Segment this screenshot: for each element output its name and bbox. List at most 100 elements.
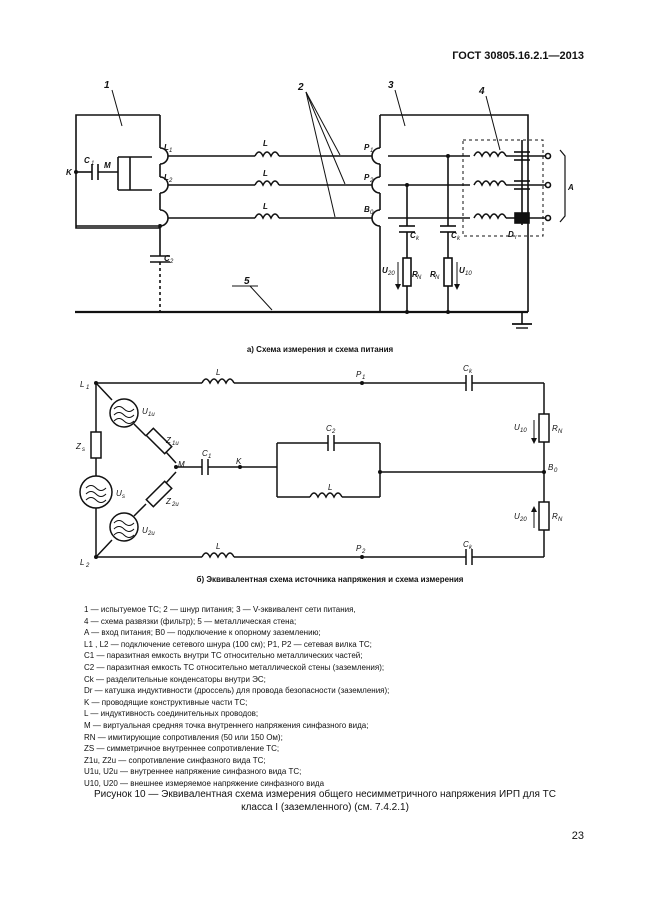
label-5: 5 <box>244 276 250 287</box>
svg-text:2: 2 <box>361 549 366 555</box>
svg-text:U: U <box>142 526 148 535</box>
svg-text:1: 1 <box>362 375 365 381</box>
legend-line: L — индуктивность соединительных проводо… <box>84 709 259 719</box>
legend-line: C1 — паразитная емкость внутри ТС относи… <box>84 651 363 661</box>
svg-text:N: N <box>558 517 563 523</box>
svg-text:P: P <box>356 544 362 553</box>
svg-text:U: U <box>514 512 520 521</box>
svg-text:0: 0 <box>370 210 374 216</box>
svg-text:s: s <box>82 447 85 453</box>
svg-text:K: K <box>66 168 73 177</box>
svg-text:L: L <box>263 139 268 148</box>
svg-text:N: N <box>435 275 440 281</box>
svg-text:2: 2 <box>331 429 336 435</box>
diagram-a: 1 2 3 4 5 K C M L L L L L P P B C C C D … <box>66 80 574 329</box>
lisn-box <box>380 114 529 312</box>
svg-text:k: k <box>469 369 473 375</box>
caption-b: б) Эквивалентная схема источника напряже… <box>196 575 464 584</box>
svg-text:Z: Z <box>75 442 82 451</box>
svg-text:10: 10 <box>465 271 472 277</box>
svg-text:L: L <box>216 368 220 377</box>
svg-text:N: N <box>417 275 422 281</box>
legend-line: K — проводящие конструктивные части ТС; <box>84 697 248 707</box>
svg-text:2u: 2u <box>147 531 155 537</box>
svg-text:P: P <box>364 173 370 182</box>
svg-text:C: C <box>463 540 469 549</box>
legend: 1 — испытуемое ТС; 2 — шнур питания; 3 —… <box>84 604 389 790</box>
legend-line: U10, U20 — внешнее измеряемое напряжение… <box>84 778 325 788</box>
filter-box <box>462 139 544 237</box>
svg-text:U: U <box>116 489 122 498</box>
svg-text:k: k <box>469 545 473 551</box>
svg-text:C: C <box>451 231 457 240</box>
svg-text:D: D <box>508 230 514 239</box>
legend-line: 4 — схема развязки (фильтр); 5 — металли… <box>84 616 297 626</box>
svg-text:C: C <box>463 364 469 373</box>
svg-text:1: 1 <box>86 385 89 391</box>
svg-text:1u: 1u <box>172 441 179 447</box>
svg-text:2: 2 <box>169 259 174 265</box>
svg-text:L: L <box>80 380 84 389</box>
legend-line: RN — имитирующие сопротивления (50 или 1… <box>84 732 283 742</box>
svg-text:B: B <box>548 463 554 472</box>
svg-text:2: 2 <box>85 563 90 569</box>
legend-line: 1 — испытуемое ТС; 2 — шнур питания; 3 —… <box>84 605 356 614</box>
svg-text:10: 10 <box>520 428 527 434</box>
svg-text:R: R <box>552 424 558 433</box>
figure-caption-line2: класса I (заземленного) (см. 7.4.2.1) <box>241 802 409 813</box>
svg-text:C: C <box>326 424 332 433</box>
legend-line: ZS — симметричное внутреннее сопротивлен… <box>84 744 280 754</box>
svg-text:R: R <box>552 512 558 521</box>
svg-text:A: A <box>567 183 574 192</box>
caption-a: а) Схема измерения и схема питания <box>246 345 394 354</box>
legend-line: C2 — паразитная емкость ТС относительно … <box>84 662 385 672</box>
svg-text:L: L <box>328 483 332 492</box>
svg-text:20: 20 <box>387 271 395 277</box>
svg-text:2u: 2u <box>171 502 179 508</box>
svg-text:1u: 1u <box>148 412 155 418</box>
svg-text:k: k <box>457 236 461 242</box>
svg-text:2: 2 <box>168 178 173 184</box>
svg-text:Z: Z <box>165 436 172 445</box>
figure-caption-line1: Рисунок 10 — Эквивалентная схема измерен… <box>94 789 556 800</box>
svg-text:1: 1 <box>370 148 373 154</box>
svg-text:P: P <box>356 370 362 379</box>
legend-line: Ck — разделительные конденсаторы внутри … <box>84 674 266 684</box>
callout-2: 2 <box>297 82 304 93</box>
svg-text:R: R <box>412 270 418 279</box>
svg-text:M: M <box>104 161 111 170</box>
svg-text:U: U <box>142 407 148 416</box>
svg-text:U: U <box>514 423 520 432</box>
svg-text:2: 2 <box>369 178 374 184</box>
legend-line: L1 , L2 — подключение сетевого шнура (10… <box>84 639 372 649</box>
svg-text:N: N <box>558 429 563 435</box>
legend-line: Z1u, Z2u — сопротивление синфазного вида… <box>84 755 266 765</box>
svg-text:R: R <box>430 270 436 279</box>
page-number: 23 <box>571 830 584 842</box>
callout-3: 3 <box>388 80 394 91</box>
svg-text:U: U <box>459 266 465 275</box>
svg-text:s: s <box>122 494 125 500</box>
svg-text:L: L <box>164 143 169 152</box>
svg-text:M: M <box>178 460 185 469</box>
svg-text:1: 1 <box>91 161 94 167</box>
svg-text:U: U <box>382 266 388 275</box>
svg-text:C: C <box>202 449 208 458</box>
svg-text:20: 20 <box>519 517 527 523</box>
svg-text:L: L <box>216 542 220 551</box>
legend-line: U1u, U2u — внутреннее напряжение синфазн… <box>84 767 302 777</box>
diagram-b: L L L L P P C C U U U Z Z Z M C K C L U … <box>75 364 563 569</box>
svg-text:Z: Z <box>165 497 172 506</box>
svg-text:C: C <box>164 254 170 263</box>
svg-text:1: 1 <box>169 148 172 154</box>
svg-text:C: C <box>84 156 90 165</box>
standard-header: ГОСТ 30805.16.2.1—2013 <box>452 50 584 62</box>
callout-4: 4 <box>478 86 485 97</box>
svg-text:L: L <box>80 558 84 567</box>
svg-text:P: P <box>364 143 370 152</box>
svg-text:L: L <box>164 173 169 182</box>
svg-text:B: B <box>364 205 370 214</box>
figure-caption: Рисунок 10 — Эквивалентная схема измерен… <box>60 788 590 814</box>
svg-text:L: L <box>263 202 268 211</box>
svg-text:K: K <box>236 457 242 466</box>
